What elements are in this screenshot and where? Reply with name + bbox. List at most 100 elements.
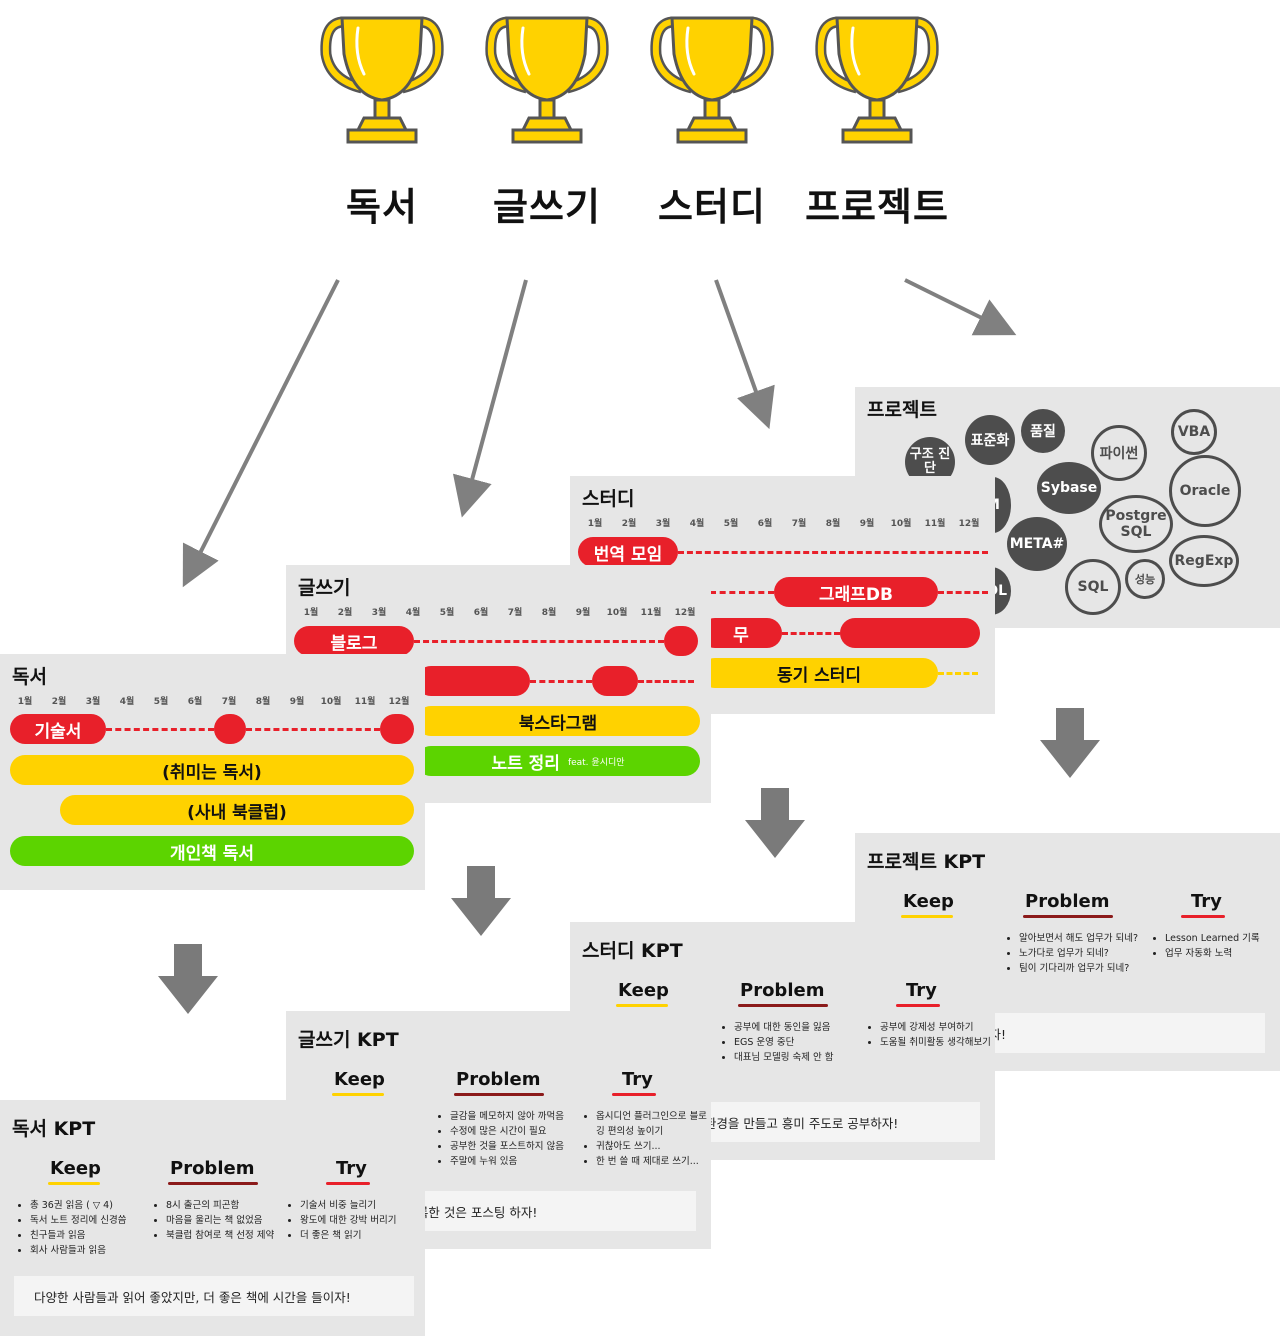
list-item: 독서 노트 정리에 신경씀	[30, 1213, 126, 1228]
list-item: 마음을 울리는 책 없었음	[166, 1213, 274, 1228]
reading-panel: 독서 1월 2월 3월 4월 5월 6월 7월 8월 9월 10월 11월 12…	[0, 654, 425, 890]
bar-translation-group: 번역 모임	[578, 537, 678, 567]
arrow-to-study	[714, 279, 775, 430]
kpt-title: 독서 KPT	[12, 1118, 96, 1140]
problem-list: 알아보면서 해도 업무가 되네? 노가다로 업무가 되네? 팀이 기다리까 업무…	[1005, 931, 1138, 976]
list-item: 북클럽 참여로 책 선정 제약	[166, 1228, 274, 1243]
bar-bookstagram: 북스타그램	[416, 706, 700, 736]
month-label: 2월	[51, 697, 67, 707]
dashed-line	[106, 728, 214, 731]
dashed-line	[938, 672, 978, 675]
month-label: 9월	[289, 697, 305, 707]
try-header: Try	[1191, 891, 1222, 912]
month-label: 7월	[221, 697, 237, 707]
month-label: 4월	[119, 697, 135, 707]
dashed-line	[530, 680, 592, 683]
bar-tech-mid	[214, 714, 246, 744]
list-item: 주말에 누워 있음	[450, 1154, 564, 1169]
month-label: 9월	[859, 519, 875, 529]
arrow-to-reading	[182, 279, 340, 588]
bar-graphdb: 그래프DB	[774, 577, 938, 607]
month-label: 6월	[187, 697, 203, 707]
list-item: 친구들과 읽음	[30, 1228, 126, 1243]
bar-tech-end	[380, 714, 414, 744]
list-item: Lesson Learned 기록	[1165, 931, 1260, 946]
problem-underline	[1023, 915, 1113, 918]
dashed-line	[710, 591, 774, 594]
month-axis: 1월 2월 3월 4월 5월 6월 7월 8월 9월 10월 11월 12월	[0, 694, 425, 708]
list-item: 글감을 메모하지 않아 까먹음	[450, 1109, 564, 1124]
keep-underline	[48, 1182, 100, 1185]
month-label: 2월	[337, 608, 353, 618]
keep-underline	[616, 1004, 668, 1007]
category-label-study: 스터디	[658, 185, 766, 229]
keep-underline	[901, 915, 953, 918]
connector-arrows	[182, 278, 1017, 588]
try-list: 공부에 강제성 부여하기 도움될 취미활동 생각해보기	[866, 1020, 991, 1050]
dashed-line	[782, 632, 840, 635]
month-label: 12월	[674, 608, 696, 618]
month-label: 11월	[354, 697, 376, 707]
down-arrow-icon	[158, 944, 218, 1014]
keep-list: 총 36권 읽음 ( ▽ 4) 독서 노트 정리에 신경씀 친구들과 읽음 회사…	[16, 1198, 126, 1258]
try-list: 옵시디언 플러그인으로 블로깅 편의성 높이기 귀찮아도 쓰기... 한 번 쓸…	[582, 1109, 711, 1169]
month-label: 1월	[303, 608, 319, 618]
category-label-project: 프로젝트	[805, 185, 949, 229]
month-label: 5월	[439, 608, 455, 618]
month-label: 10월	[890, 519, 912, 529]
bar-company-bookclub: (사내 북클럽)	[60, 795, 414, 825]
bar-blog-end	[664, 626, 698, 656]
try-list: Lesson Learned 기록 업무 자동화 노력	[1151, 931, 1260, 961]
month-label: 5월	[723, 519, 739, 529]
bubble-python: 파이썬	[1091, 425, 1147, 481]
month-axis: 1월 2월 3월 4월 5월 6월 7월 8월 9월 10월 11월 12월	[570, 516, 995, 530]
dashed-line	[246, 728, 380, 731]
list-item: 기술서 비중 늘리기	[300, 1198, 396, 1213]
dashed-line	[938, 591, 988, 594]
month-label: 1월	[587, 519, 603, 529]
category-label-reading: 독서	[346, 185, 418, 229]
month-label: 8월	[541, 608, 557, 618]
keep-header: Keep	[50, 1158, 101, 1179]
bar-blog: 블로그	[294, 626, 414, 656]
list-item: 팀이 기다리까 업무가 되네?	[1019, 961, 1138, 976]
list-item: 귀찮아도 쓰기...	[596, 1139, 711, 1154]
panel-title: 스터디	[582, 488, 635, 510]
bar-peer-study: 동기 스터디	[700, 658, 938, 688]
dashed-line	[678, 551, 988, 554]
panel-title: 독서	[12, 666, 47, 688]
kpt-title: 글쓰기 KPT	[298, 1029, 399, 1051]
month-label: 11월	[924, 519, 946, 529]
try-list: 기술서 비중 늘리기 왕도에 대한 강박 버리기 더 좋은 책 읽기	[286, 1198, 396, 1243]
bubble-vba: VBA	[1171, 409, 1217, 455]
list-item: 수정에 많은 시간이 필요	[450, 1124, 564, 1139]
kpt-title: 프로젝트 KPT	[867, 851, 986, 873]
arrow-to-project	[904, 278, 1017, 336]
list-item: 알아보면서 해도 업무가 되네?	[1019, 931, 1138, 946]
problem-list: 8시 출근의 피곤함 마음을 울리는 책 없었음 북클럽 참여로 책 선정 제약	[152, 1198, 274, 1243]
list-item: 한 번 쓸 때 제대로 쓰기...	[596, 1154, 711, 1169]
problem-underline	[454, 1093, 544, 1096]
bubble-meta: META#	[1007, 517, 1067, 571]
list-item: 업무 자동화 노력	[1165, 946, 1260, 961]
kpt-summary: 다양한 사람들과 읽어 좋았지만, 더 좋은 책에 시간을 들이자!	[14, 1276, 414, 1316]
keep-underline	[332, 1093, 384, 1096]
arrow-to-writing	[452, 279, 528, 518]
bubble-postgresql: Postgre SQL	[1099, 495, 1173, 553]
bar-study-red	[840, 618, 980, 648]
down-arrow-icon	[1040, 708, 1100, 778]
reading-kpt-panel: 독서 KPT Keep Problem Try 총 36권 읽음 ( ▽ 4) …	[0, 1100, 425, 1336]
bar-writing-red-2	[592, 666, 638, 696]
list-item: 8시 출근의 피곤함	[166, 1198, 274, 1213]
try-header: Try	[906, 980, 937, 1001]
month-label: 8월	[825, 519, 841, 529]
list-item: 왕도에 대한 강박 버리기	[300, 1213, 396, 1228]
month-label: 3월	[85, 697, 101, 707]
panel-title: 글쓰기	[298, 577, 351, 599]
bar-hobby-reading: (취미는 독서)	[10, 755, 414, 785]
problem-header: Problem	[1025, 891, 1110, 912]
list-item: 총 36권 읽음 ( ▽ 4)	[30, 1198, 126, 1213]
dashed-line	[414, 640, 664, 643]
problem-underline	[738, 1004, 828, 1007]
